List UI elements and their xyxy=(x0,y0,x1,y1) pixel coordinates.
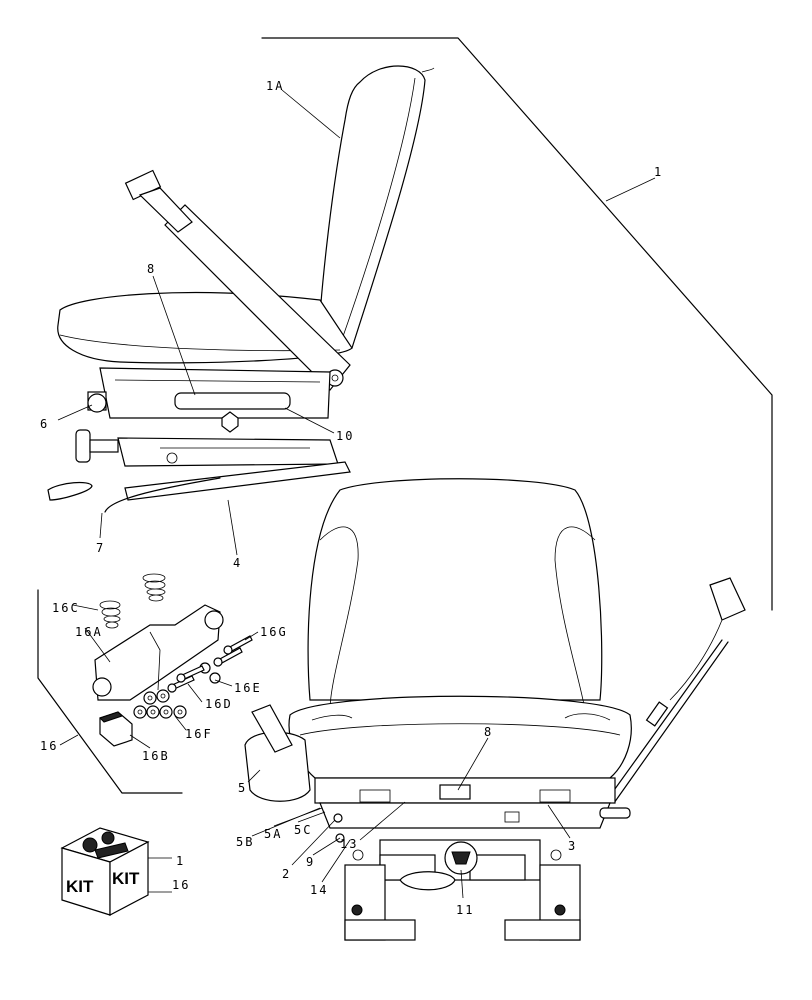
callout-6: 6 xyxy=(40,417,49,431)
kit-ref-1: 1 xyxy=(176,854,185,868)
callout-16G: 16G xyxy=(260,625,288,639)
seat-side-view xyxy=(47,65,435,513)
callout-14: 14 xyxy=(310,883,328,897)
callout-16F: 16F xyxy=(185,727,213,741)
kit-label-left: KIT xyxy=(66,877,94,896)
callout-10: 10 xyxy=(336,429,354,443)
callout-8-top: 8 xyxy=(147,262,156,276)
callout-5C: 5C xyxy=(294,823,312,837)
callout-16D: 16D xyxy=(205,697,233,711)
kit-box: KIT KIT xyxy=(60,827,150,916)
callout-labels: 1A 1 8 6 10 7 4 16C 16A 16G 16E 16D 16F … xyxy=(40,79,663,917)
callout-16B: 16B xyxy=(142,749,170,763)
callout-5B: 5B xyxy=(236,835,254,849)
kit-bracket-16 xyxy=(37,589,183,794)
callout-3: 3 xyxy=(568,839,577,853)
callout-16E: 16E xyxy=(234,681,262,695)
callout-11: 11 xyxy=(456,903,474,917)
callout-1A: 1A xyxy=(266,79,284,93)
callout-5A: 5A xyxy=(264,827,282,841)
callout-5: 5 xyxy=(238,781,247,795)
kit-label-right: KIT xyxy=(112,869,140,888)
kit-ref-16: 16 xyxy=(172,878,190,892)
leader-lines xyxy=(57,89,571,899)
kit-16-parts xyxy=(92,573,253,747)
callout-4: 4 xyxy=(233,556,242,570)
callout-2: 2 xyxy=(282,867,291,881)
callout-13: 13 xyxy=(340,837,358,851)
seat-front-view xyxy=(244,478,746,941)
callout-9: 9 xyxy=(306,855,315,869)
assembly-bracket-1 xyxy=(261,37,773,611)
callout-16A: 16A xyxy=(75,625,103,639)
callout-16C: 16C xyxy=(52,601,80,615)
callout-8-bottom: 8 xyxy=(484,725,493,739)
callout-16: 16 xyxy=(40,739,58,753)
callout-7: 7 xyxy=(96,541,105,555)
callout-1: 1 xyxy=(654,165,663,179)
